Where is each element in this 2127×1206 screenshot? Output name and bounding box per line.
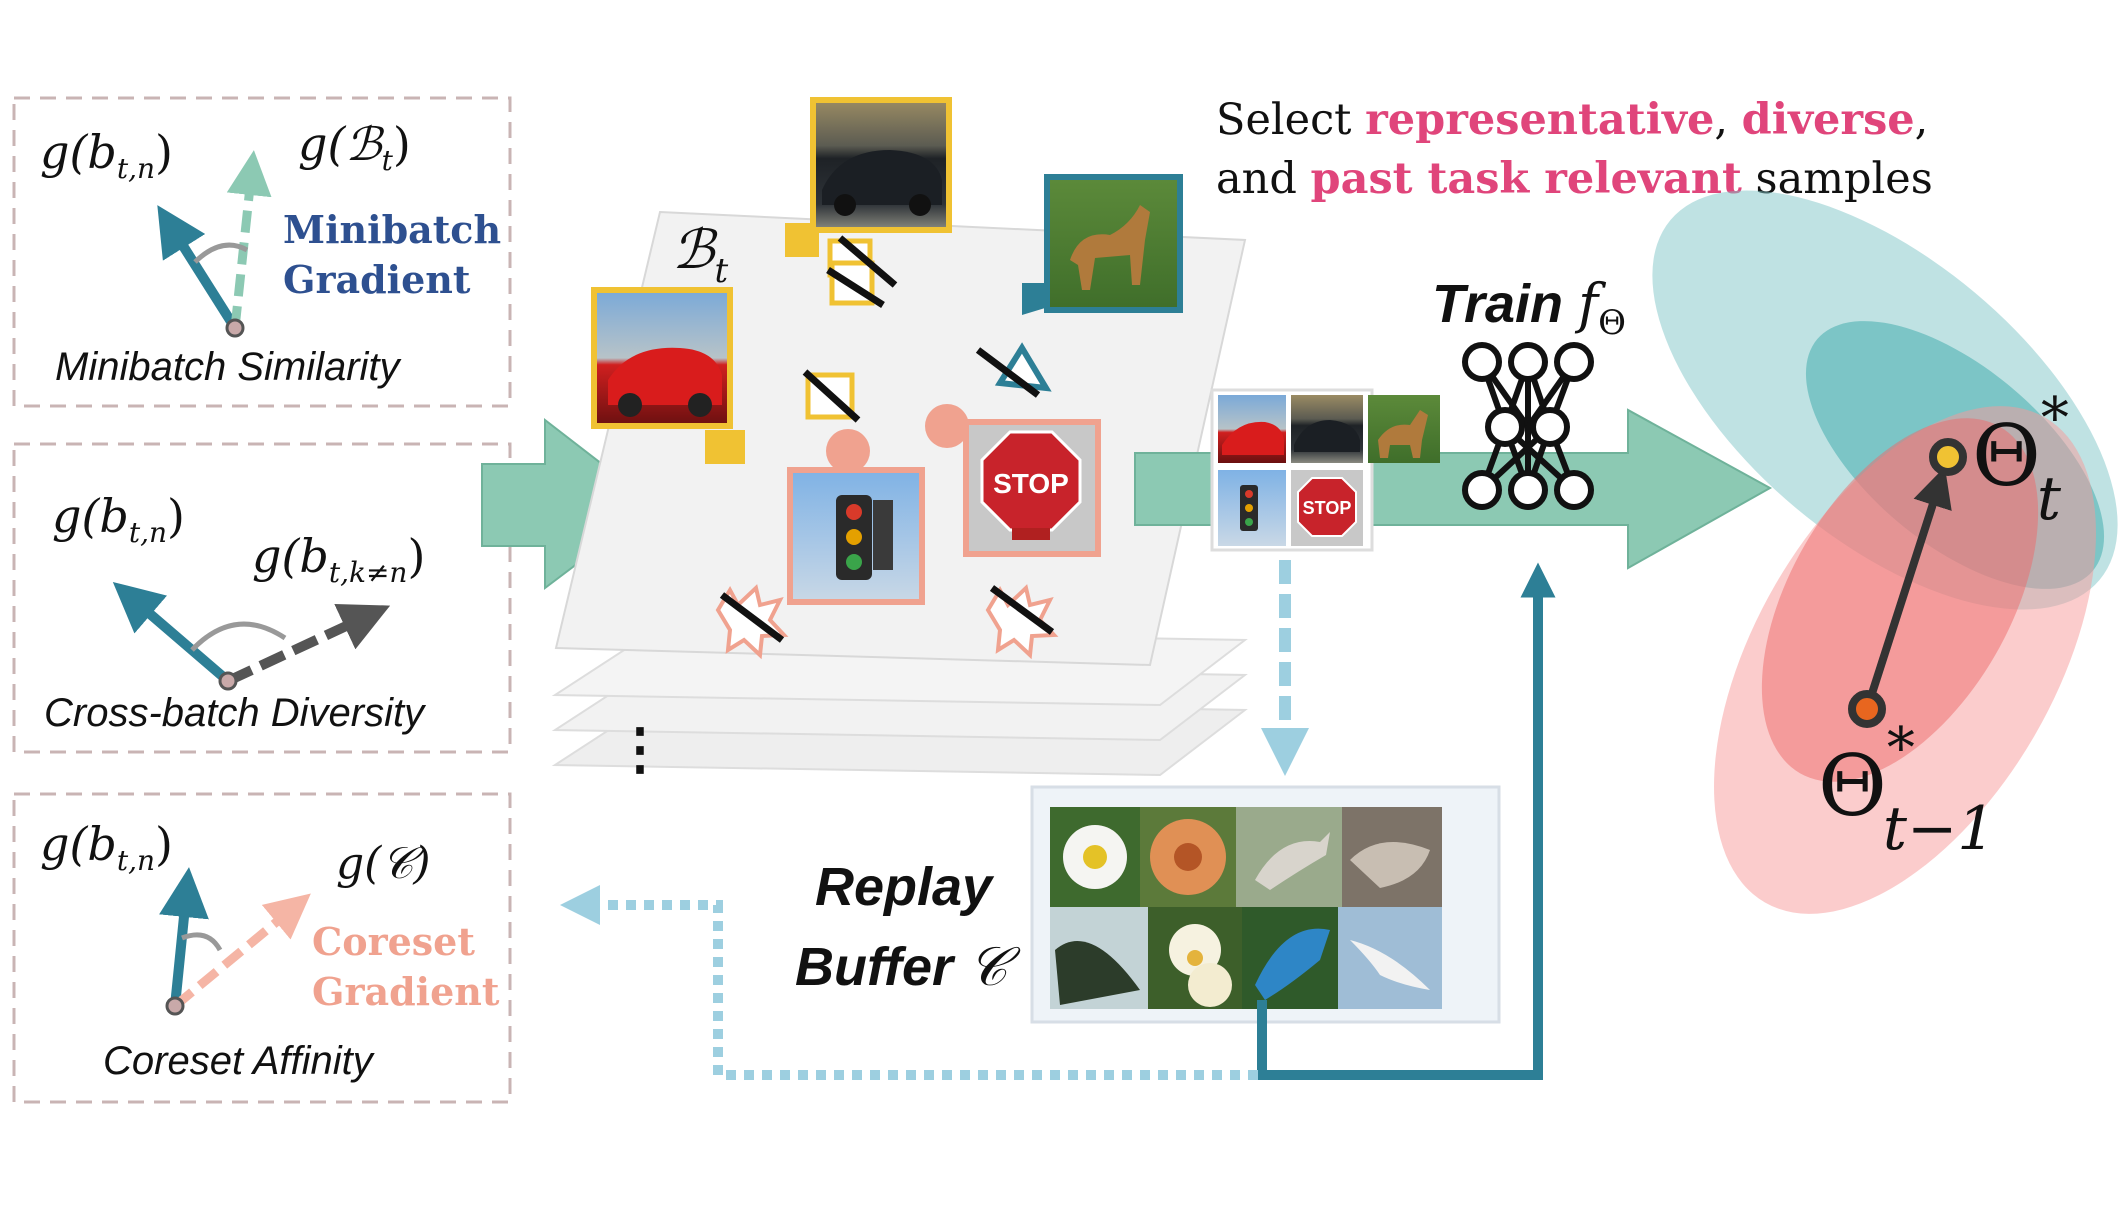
panel-coreset-affinity: g(bt,n) g(𝒞) Coreset Gradient Coreset Af… xyxy=(12,792,512,1104)
parameter-update-arrow xyxy=(1863,466,1952,711)
angle-arc xyxy=(193,242,249,264)
panel-caption: Minibatch Similarity xyxy=(55,345,403,389)
parameter-space xyxy=(1652,190,2118,914)
selection-text-line-2: and past task relevant samples xyxy=(1216,154,1933,204)
black-car-image xyxy=(810,97,952,233)
selected-samples-grid: STOP xyxy=(1210,388,1440,552)
origin-point xyxy=(165,996,185,1016)
theta-prev-point xyxy=(1848,690,1886,728)
minibatch-gradient-label-2: Gradient xyxy=(283,257,471,302)
buffer-to-coreset-arrow xyxy=(560,885,1258,1080)
dog-image xyxy=(1044,174,1183,313)
sample-gradient-arrow xyxy=(157,205,240,331)
g-C-label: g(𝒞) xyxy=(336,838,431,889)
theta-t-label: Θ*t xyxy=(1972,386,2069,534)
batch-ellipsis: ⋮ xyxy=(612,716,668,782)
panel-minibatch-similarity: g(bt,n) g(ℬt) Minibatch Gradient Minibat… xyxy=(12,96,512,408)
theta-t-point xyxy=(1929,438,1967,476)
stop-sign-text: STOP xyxy=(993,468,1069,499)
angle-arc xyxy=(190,621,287,652)
batch-label: ℬt xyxy=(672,218,728,291)
g-btk-label: g(bt,k≠n) xyxy=(252,529,425,589)
network-icon xyxy=(1462,342,1594,510)
coreset-gradient-label: Coreset xyxy=(312,919,475,964)
panel-caption: Cross-batch Diversity xyxy=(44,691,427,735)
g-btn-label: g(bt,n) xyxy=(40,817,173,877)
panel-caption: Coreset Affinity xyxy=(103,1039,376,1083)
stop-sign-image: STOP xyxy=(963,419,1101,557)
traffic-light-image xyxy=(787,467,925,605)
sample-gradient-arrow xyxy=(112,581,232,685)
replay-buffer xyxy=(1030,785,1501,1024)
angle-arc xyxy=(181,932,223,952)
replay-buffer-label: Replay xyxy=(815,857,995,917)
coreset-gradient-arrow xyxy=(172,893,311,1010)
buffer-to-train-arrow xyxy=(1257,562,1556,1080)
origin-point xyxy=(225,318,245,338)
selection-markers xyxy=(705,223,1059,660)
g-Bt-label: g(ℬt) xyxy=(298,117,411,177)
red-car-image xyxy=(591,287,733,429)
g-btn-label: g(bt,n) xyxy=(40,125,173,185)
panel-cross-batch-diversity: g(bt,n) g(bt,k≠n) Cross-batch Diversity xyxy=(12,442,512,754)
other-batch-gradient-arrow xyxy=(225,603,391,686)
train-label: Train fΘ xyxy=(1432,272,1626,343)
sample-gradient-arrow xyxy=(159,867,209,1007)
g-btn-label: g(bt,n) xyxy=(52,489,185,549)
minibatch-gradient-label: Minibatch xyxy=(283,207,501,252)
coreset-gradient-label-2: Gradient xyxy=(312,969,500,1014)
theta-prev-label: Θ*t−1 xyxy=(1818,716,1995,864)
selected-stop-text: STOP xyxy=(1303,498,1352,518)
replay-buffer-label-2: Buffer 𝒞 xyxy=(795,935,1021,998)
origin-point xyxy=(218,671,238,691)
selection-text-line-1: Select representative, diverse, xyxy=(1216,95,1928,145)
